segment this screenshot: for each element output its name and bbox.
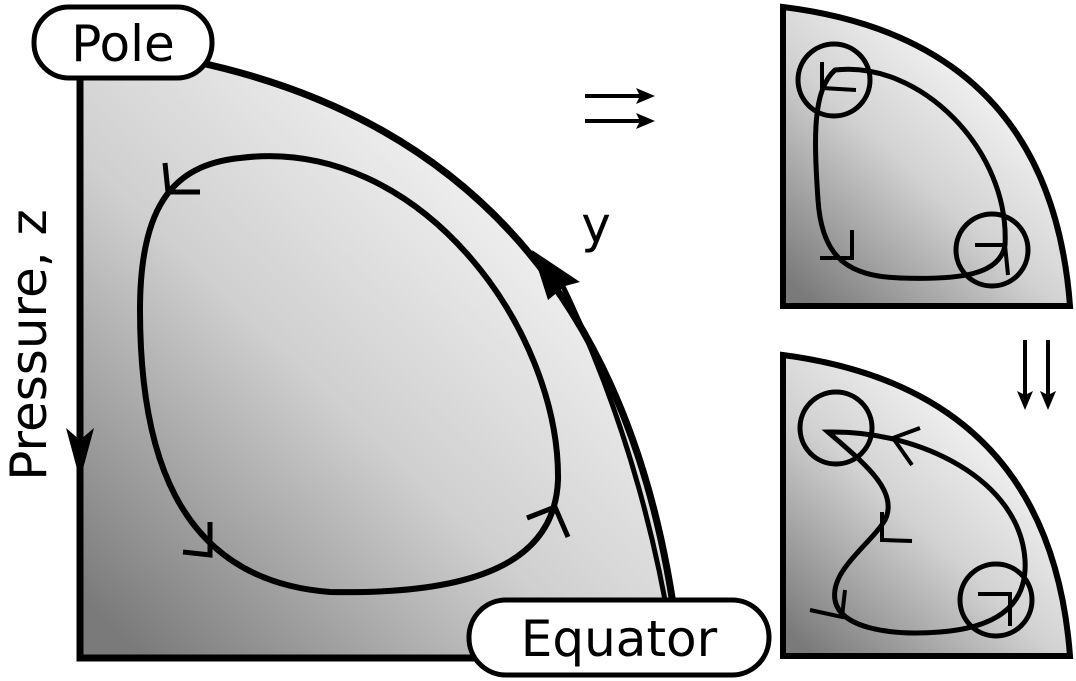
loop-arrow-top-1 bbox=[820, 62, 857, 92]
y-axis-label: y bbox=[581, 196, 611, 254]
loop-arrow-bottom-4 bbox=[978, 592, 1012, 626]
loop-arrow-bottom-1 bbox=[889, 426, 921, 467]
main-panel: Pole Equator Pressure, z y bbox=[0, 4, 772, 678]
loop-arrow-bottom-left bbox=[182, 522, 213, 558]
loop-arrow-bottom-2 bbox=[880, 512, 913, 543]
y-arrow-icon bbox=[532, 250, 580, 300]
loop-arrow-bottom-right bbox=[526, 503, 571, 538]
circle-marker-icon bbox=[797, 389, 875, 467]
circulation-loop-top bbox=[813, 66, 1008, 281]
small-panel-bottom bbox=[780, 351, 1074, 659]
equator-label: Equator bbox=[521, 610, 718, 668]
pressure-arrow-icon bbox=[66, 428, 94, 480]
equator-label-box bbox=[466, 597, 772, 678]
loop-arrow-top-left bbox=[162, 162, 200, 195]
small-panel-top bbox=[780, 3, 1074, 309]
circle-marker-icon bbox=[957, 561, 1035, 639]
circulation-loop bbox=[136, 153, 562, 596]
double-right-arrows-icon bbox=[585, 88, 655, 129]
circulation-loop-bottom bbox=[821, 429, 1028, 636]
quarter-section-main bbox=[76, 41, 684, 662]
circle-marker-icon bbox=[795, 41, 873, 119]
pole-label: Pole bbox=[71, 15, 175, 73]
loop-arrow-bottom-3 bbox=[809, 589, 847, 620]
quarter-section-bottom bbox=[780, 351, 1074, 659]
y-axis-arrow-shaft bbox=[552, 268, 675, 641]
loop-arrow-top-3 bbox=[975, 243, 1010, 276]
pole-label-box bbox=[31, 4, 215, 81]
loop-arrow-top-2 bbox=[820, 230, 854, 260]
circle-marker-icon bbox=[953, 211, 1031, 289]
pressure-axis-label: Pressure, z bbox=[0, 209, 58, 481]
quarter-section-top bbox=[780, 3, 1074, 309]
double-down-arrows-icon bbox=[1017, 340, 1056, 410]
